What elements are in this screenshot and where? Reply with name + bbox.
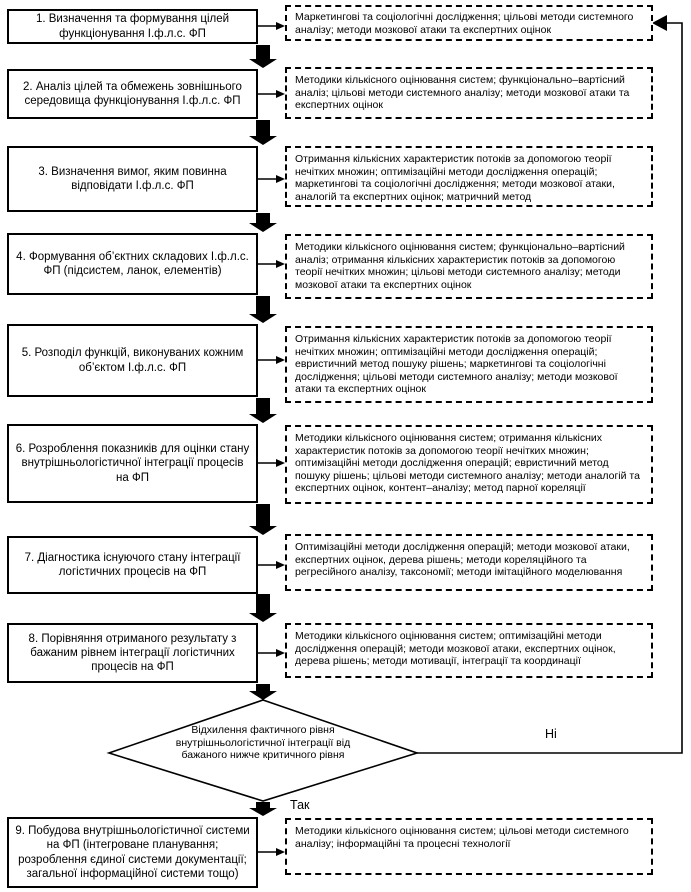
block-arrow-down-2-3 bbox=[249, 120, 277, 145]
methods-box-6: Методики кількісного оцінювання систем; … bbox=[285, 425, 653, 504]
block-arrow-down-8-decision bbox=[249, 684, 277, 700]
methods-box-8: Методики кількісного оцінювання систем; … bbox=[285, 623, 653, 678]
block-arrow-down-7-8 bbox=[249, 594, 277, 622]
step-box-6: 6. Розроблення показників для оцінки ста… bbox=[7, 424, 258, 503]
step-box-3: 3. Визначення вимог, яким повинна відпов… bbox=[7, 146, 258, 212]
step-box-1: 1. Визначення та формування цілей функці… bbox=[7, 9, 258, 44]
decision-diamond bbox=[106, 699, 420, 802]
methods-box-4: Методики кількісного оцінювання систем; … bbox=[285, 234, 653, 299]
block-arrow-down-5-6 bbox=[249, 398, 277, 423]
step-box-8: 8. Порівняння отриманого результату з ба… bbox=[7, 623, 258, 683]
step-to-methods-arrows bbox=[258, 22, 285, 856]
step-box-7: 7. Діагностика існуючого стану інтеграці… bbox=[7, 536, 258, 594]
block-arrow-down-4-5 bbox=[249, 296, 277, 323]
step-box-5: 5. Розподіл функцій, виконуваних кожним … bbox=[7, 324, 258, 397]
yes-branch-label: Так bbox=[290, 798, 310, 812]
step-box-9: 9. Побудова внутрішньологістичної систем… bbox=[7, 817, 258, 888]
block-arrow-down-6-7 bbox=[249, 504, 277, 535]
methods-text-1: Маркетингові та соціологічні дослідження… bbox=[295, 10, 634, 36]
block-arrow-down-3-4 bbox=[249, 213, 277, 232]
methods-box-2: Методики кількісного оцінювання систем; … bbox=[285, 67, 653, 119]
methods-box-7: Оптимізаційні методи дослідження операці… bbox=[285, 534, 653, 591]
block-arrow-down-decision-9 bbox=[249, 802, 277, 816]
step-box-4: 4. Формування об’єктних складових І.ф.л.… bbox=[7, 233, 258, 295]
step-box-2: 2. Аналіз цілей та обмежень зовнішнього … bbox=[7, 69, 258, 119]
no-branch-label: Ні bbox=[545, 727, 557, 741]
block-arrow-down-1-2 bbox=[249, 45, 277, 68]
decision-text: Відхилення фактичного рівня внутрішньоло… bbox=[175, 724, 351, 762]
feedback-no-arrowhead bbox=[652, 15, 667, 31]
feedback-no-line bbox=[417, 22, 683, 754]
methods-box-3: Отримання кількісних характеристик поток… bbox=[285, 146, 653, 207]
methods-box-9: Методики кількісного оцінювання систем; … bbox=[285, 818, 653, 875]
methods-box-5: Отримання кількісних характеристик поток… bbox=[285, 326, 653, 403]
methods-box-1: Маркетингові та соціологічні дослідження… bbox=[285, 5, 653, 41]
